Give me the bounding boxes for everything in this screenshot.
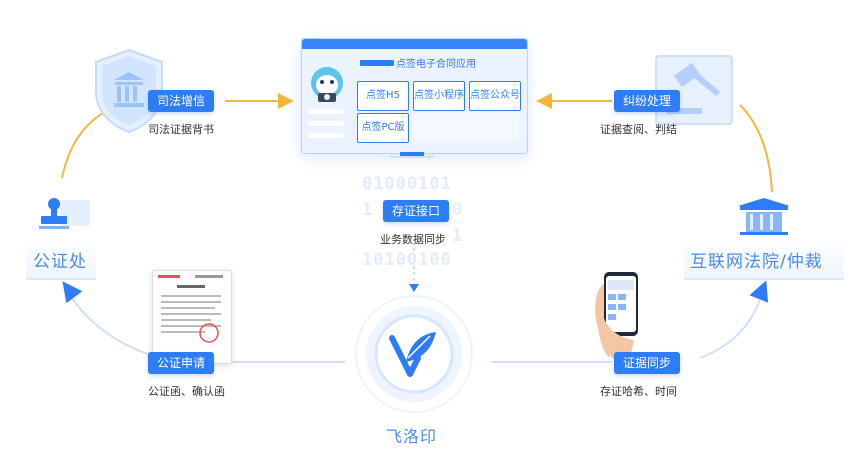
app-window-title: 点签电子合同应用 <box>396 59 476 70</box>
caption-judicial: 司法证据背书 <box>148 123 214 136</box>
tag-notary-apply: 公证申请 <box>148 352 215 374</box>
arc-right-bottom <box>699 291 763 359</box>
phone-icon <box>590 268 650 360</box>
caption-evidence-sync: 存证哈希、时间 <box>600 385 677 398</box>
arc-right-top <box>739 104 773 193</box>
app-window-titlebar <box>302 39 527 49</box>
app-window: 点签电子合同应用 点签H5 点签小程序 点签公众号 点签PC版 <box>301 38 528 154</box>
app-panel-empty <box>413 113 519 141</box>
placeholder-line-3 <box>308 133 344 138</box>
binary-line-5: 10100100 <box>362 250 452 270</box>
brand-name: 飞洛印 <box>386 427 438 446</box>
court-panel <box>684 238 844 280</box>
app-button-pc[interactable]: 点签PC版 <box>357 113 409 143</box>
binary-line-3: 0 <box>452 200 464 220</box>
binary-line-1: 01000101 <box>362 174 452 194</box>
courthouse-icon <box>734 196 794 236</box>
tag-evidence-sync: 证据同步 <box>614 352 681 374</box>
arc-left-bottom <box>67 291 161 359</box>
caption-interface: 业务数据同步 <box>380 233 446 246</box>
binary-line-4: 1 <box>452 226 464 246</box>
mascot-avatar <box>308 63 346 103</box>
stamp-icon <box>38 196 92 232</box>
document-icon <box>152 270 232 364</box>
app-button-miniprogram[interactable]: 点签小程序 <box>413 81 465 111</box>
tag-interface: 存证接口 <box>383 200 450 222</box>
app-button-h5[interactable]: 点签H5 <box>357 81 409 111</box>
center-logo <box>344 294 484 424</box>
app-window-stand <box>400 152 424 156</box>
label-court: 互联网法院/仲裁 <box>690 252 823 272</box>
caption-notary-apply: 公证函、确认函 <box>148 385 225 398</box>
tag-judicial: 司法增信 <box>148 90 215 112</box>
shield-icon <box>92 48 166 134</box>
placeholder-line-1 <box>308 109 344 114</box>
binary-line-2: 1 <box>362 200 374 220</box>
tag-dispute: 纠纷处理 <box>614 90 681 112</box>
label-notary-office: 公证处 <box>33 252 87 272</box>
title-decoration <box>360 60 394 66</box>
app-button-official-account[interactable]: 点签公众号 <box>469 81 521 111</box>
app-window-base <box>390 156 434 158</box>
placeholder-line-2 <box>308 121 344 126</box>
notary-office-panel <box>26 238 96 280</box>
caption-dispute: 证据查阅、判结 <box>600 123 677 136</box>
